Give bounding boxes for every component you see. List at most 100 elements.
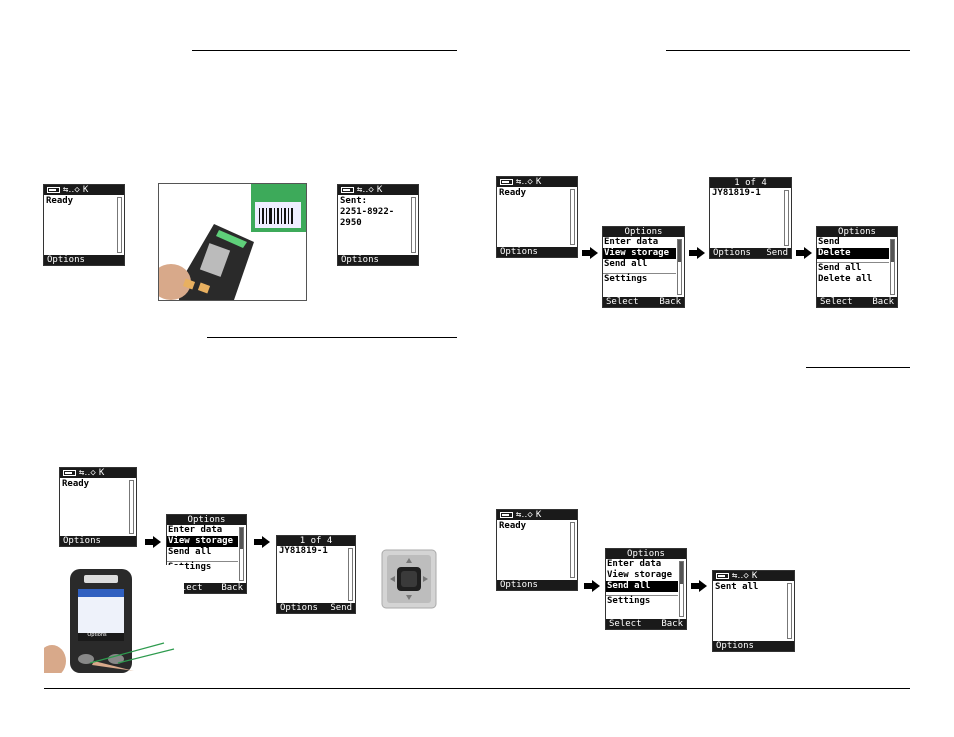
arrow-right-icon [582, 247, 598, 259]
screen-body-text: Ready [62, 479, 90, 489]
scanning-photo [158, 183, 307, 301]
menu-title: Options [603, 227, 684, 237]
softkey-bar: Options [60, 536, 136, 546]
scrollbar [348, 548, 353, 601]
menu-item-send-all[interactable]: Send all [606, 581, 678, 592]
softkey-select[interactable]: Select [609, 619, 642, 629]
scrollbar [129, 480, 134, 534]
scrollbar [677, 239, 682, 295]
softkey-bar: Select Back [817, 297, 897, 307]
battery-icon [47, 187, 60, 193]
menu-item-delete[interactable]: Delete [817, 248, 889, 259]
menu-item-send-all[interactable]: Send all [604, 259, 648, 269]
options-menu-screen: Options Enter data View storage Send all… [602, 226, 685, 308]
status-bar: ⇆‥◇K [713, 571, 794, 581]
device-screen-ready: ⇆‥◇K Ready Options [496, 176, 578, 258]
sent-barcode: 2251-8922-2950 [340, 207, 395, 228]
battery-icon [341, 187, 354, 193]
menu-item-send-all[interactable]: Send all [168, 547, 212, 557]
softkey-select[interactable]: Select [170, 583, 203, 593]
scrollbar [784, 190, 789, 246]
device-screen-ready: ⇆‥◇K Ready Options [43, 184, 125, 266]
softkey-bar: Options [44, 255, 124, 265]
menu-item-enter-data[interactable]: Enter data [168, 525, 223, 535]
softkey-back[interactable]: Back [221, 583, 243, 593]
menu-item-enter-data[interactable]: Enter data [604, 237, 659, 247]
softkey-bar: Select Back [606, 619, 686, 629]
menu-list: Enter data View storage Send all Setting… [167, 525, 238, 573]
softkey-back[interactable]: Back [661, 619, 683, 629]
sent-label: Sent: [340, 196, 368, 206]
signal-icon: ⇆‥◇ [516, 510, 533, 520]
menu-item-enter-data[interactable]: Enter data [607, 559, 662, 569]
battery-icon [63, 470, 76, 476]
status-bar: ⇆‥◇K [497, 510, 577, 520]
scrollbar [239, 527, 244, 581]
storage-options-menu-screen: Options Send Delete Send all Delete all … [816, 226, 898, 308]
signal-icon: ⇆‥◇ [516, 177, 533, 187]
softkey-send[interactable]: Send [330, 603, 352, 613]
section-rule-mid-left [207, 337, 457, 338]
softkey-bar: Options [713, 641, 794, 651]
screen-body-text: Ready [499, 188, 527, 198]
menu-item-settings[interactable]: Settings [167, 561, 238, 573]
softkey-bar: Options [497, 247, 577, 257]
softkey-options[interactable]: Options [500, 580, 538, 590]
softkey-options[interactable]: Options [341, 255, 379, 265]
device-screen-ready: ⇆‥◇K Ready Options [59, 467, 137, 547]
scrollbar [787, 583, 792, 639]
section-rule-top-right [666, 50, 910, 51]
status-bar: ⇆‥◇K [497, 177, 577, 187]
softkey-bar: Options Send [710, 248, 791, 258]
softkey-bar: Options Send [277, 603, 355, 613]
menu-list: Send Delete Send all Delete all [817, 237, 889, 285]
softkey-options[interactable]: Options [63, 536, 101, 546]
record-id: JY81819-1 [712, 188, 761, 198]
arrow-right-icon [145, 536, 161, 548]
navigation-pad-photo [381, 549, 437, 609]
menu-item-view-storage[interactable]: View storage [167, 536, 238, 547]
screen-body-text: Sent all [715, 582, 759, 592]
softkey-bar: Select Back [603, 297, 684, 307]
screen-body-text: Ready [499, 521, 527, 531]
menu-item-view-storage[interactable]: View storage [607, 570, 673, 580]
menu-item-settings[interactable]: Settings [606, 595, 678, 607]
device-screen-label: Options [87, 632, 107, 638]
menu-item-delete-all[interactable]: Delete all [818, 274, 873, 284]
softkey-options[interactable]: Options [280, 603, 318, 613]
device-in-hand-illustration [44, 565, 184, 673]
softkey-back[interactable]: Back [659, 297, 681, 307]
softkey-options[interactable]: Options [716, 641, 754, 651]
status-bar: ⇆‥◇K [338, 185, 418, 195]
arrow-right-icon [796, 247, 812, 259]
softkey-select[interactable]: Select [820, 297, 853, 307]
arrow-right-icon [584, 580, 600, 592]
battery-icon [500, 512, 513, 518]
battery-icon [500, 179, 513, 185]
softkey-select[interactable]: Select [606, 297, 639, 307]
device-screen-ready: ⇆‥◇K Ready Options [496, 509, 578, 591]
softkey-options[interactable]: Options [713, 248, 751, 258]
scrollbar [411, 197, 416, 253]
scrollbar [117, 197, 122, 253]
softkey-options[interactable]: Options [47, 255, 85, 265]
scanner-illustration [159, 184, 306, 300]
arrow-right-icon [691, 580, 707, 592]
softkey-options[interactable]: Options [500, 247, 538, 257]
scrollbar [570, 189, 575, 245]
scrollbar [570, 522, 575, 578]
device-screen-sent: ⇆‥◇K Sent: 2251-8922-2950 Options [337, 184, 419, 266]
menu-item-send-all[interactable]: Send all [817, 262, 889, 274]
menu-item-send[interactable]: Send [818, 237, 840, 247]
scrollbar [679, 561, 684, 617]
record-counter: 1 of 4 [710, 178, 791, 188]
record-counter: 1 of 4 [277, 536, 355, 546]
softkey-send[interactable]: Send [766, 248, 788, 258]
softkey-back[interactable]: Back [872, 297, 894, 307]
menu-item-view-storage[interactable]: View storage [603, 248, 676, 259]
arrow-right-icon [689, 247, 705, 259]
status-bar: ⇆‥◇K [44, 185, 124, 195]
menu-title: Options [167, 515, 246, 525]
menu-item-settings[interactable]: Settings [603, 273, 676, 285]
